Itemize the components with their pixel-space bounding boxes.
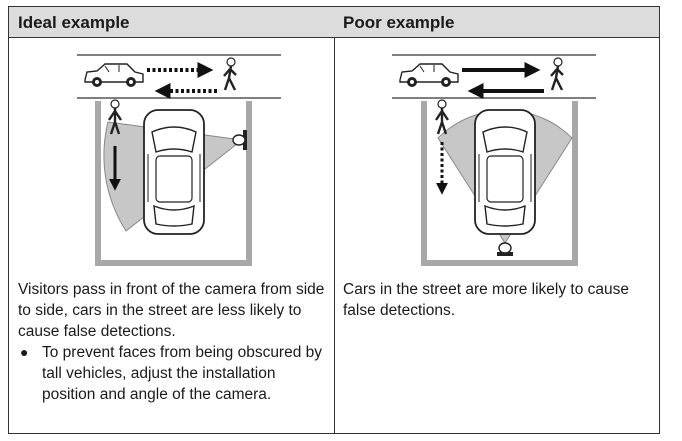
street <box>77 54 281 99</box>
poor-example-header: Poor example <box>334 7 659 38</box>
ideal-example-description: Visitors pass in front of the camera fro… <box>18 281 325 340</box>
ideal-example-bullet-text: To prevent faces from being obscured by … <box>42 344 323 403</box>
ideal-diagram-svg <box>77 54 281 266</box>
pedestrian-icon <box>435 99 449 135</box>
ideal-example-header: Ideal example <box>9 7 334 38</box>
ideal-example-text: Visitors pass in front of the camera fro… <box>18 279 326 405</box>
ideal-example-bullet: ● To prevent faces from being obscured b… <box>18 342 326 405</box>
ideal-example-column: Ideal example <box>9 7 335 433</box>
parked-car-icon <box>143 109 205 235</box>
car-icon <box>84 63 144 87</box>
solid-arrow-icon <box>462 62 544 99</box>
camera-icon <box>232 130 247 150</box>
bullet-icon: ● <box>20 344 29 360</box>
garage <box>421 101 578 266</box>
comparison-table: Ideal example <box>8 6 660 434</box>
poor-example-diagram <box>334 38 659 273</box>
pedestrian-icon <box>550 57 564 91</box>
pedestrian-icon <box>223 57 237 91</box>
poor-example-text: Cars in the street are more likely to ca… <box>343 279 651 321</box>
pedestrian-icon <box>108 99 122 135</box>
poor-example-description: Cars in the street are more likely to ca… <box>343 281 630 319</box>
car-icon <box>399 63 459 87</box>
ideal-example-diagram <box>9 38 334 273</box>
poor-example-column: Poor example <box>334 7 659 433</box>
parked-car-icon <box>474 109 536 235</box>
dotted-arrow-icon <box>147 62 217 99</box>
poor-diagram-svg <box>392 54 596 266</box>
camera-icon <box>497 242 513 256</box>
garage <box>95 101 252 266</box>
street <box>392 54 596 99</box>
